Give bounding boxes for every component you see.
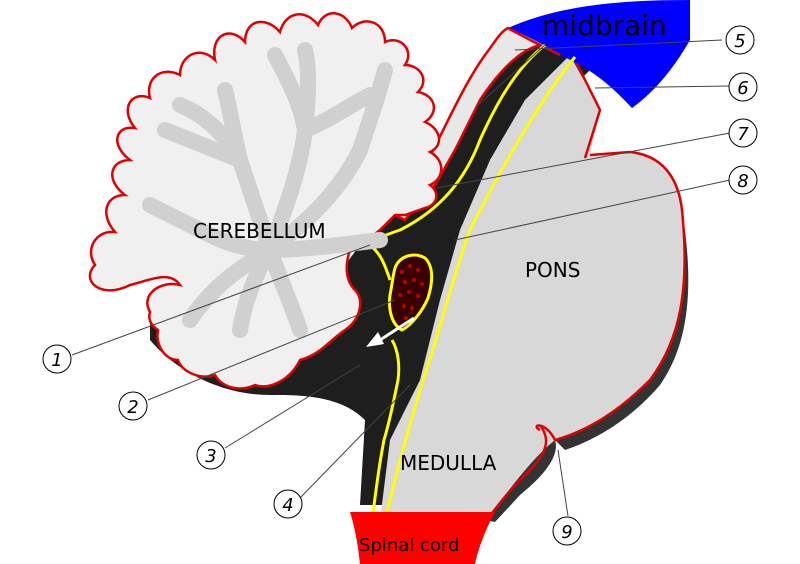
cerebellum-label: CEREBELLUM <box>193 219 326 243</box>
svg-text:1: 1 <box>51 350 62 371</box>
midbrain-region <box>508 0 690 108</box>
csf-flow-arrow <box>366 316 415 347</box>
spinal-cord-label: Spinal cord <box>359 535 459 556</box>
svg-text:5: 5 <box>734 31 745 52</box>
midbrain-label: midbrain <box>542 9 667 42</box>
callout-2: 2 <box>118 391 148 421</box>
callout-9: 9 <box>552 516 582 546</box>
callout-6: 6 <box>728 72 758 102</box>
svg-text:7: 7 <box>737 124 749 145</box>
pons-upper-outline <box>573 59 602 159</box>
medulla-label: MEDULLA <box>400 451 497 475</box>
callout-1: 1 <box>42 344 72 374</box>
svg-text:2: 2 <box>127 397 138 418</box>
pons-label: PONS <box>525 258 580 282</box>
svg-text:4: 4 <box>282 495 293 516</box>
callout-5: 5 <box>725 25 755 55</box>
pons-medulla-body <box>380 55 685 520</box>
medulla-outline <box>484 424 548 523</box>
cerebellum-white-matter <box>142 42 393 338</box>
svg-text:3: 3 <box>205 446 216 467</box>
callout-7: 7 <box>728 118 758 148</box>
cerebellum <box>88 12 443 390</box>
callout-3: 3 <box>196 440 226 470</box>
svg-text:9: 9 <box>561 522 572 543</box>
yellow-membrane-lower <box>370 339 401 521</box>
leader-lines <box>71 39 731 517</box>
svg-text:8: 8 <box>737 171 748 192</box>
yellow-membrane-posterior <box>383 56 577 521</box>
ventricle-dark-fill <box>150 45 590 505</box>
callout-8: 8 <box>728 165 758 195</box>
pons-outline <box>535 150 686 442</box>
spinal-cord-region <box>350 512 495 564</box>
svg-text:6: 6 <box>737 78 748 99</box>
pons-shadow <box>555 210 689 450</box>
choroid-plexus-dots <box>398 264 424 320</box>
callout-4: 4 <box>273 489 303 519</box>
